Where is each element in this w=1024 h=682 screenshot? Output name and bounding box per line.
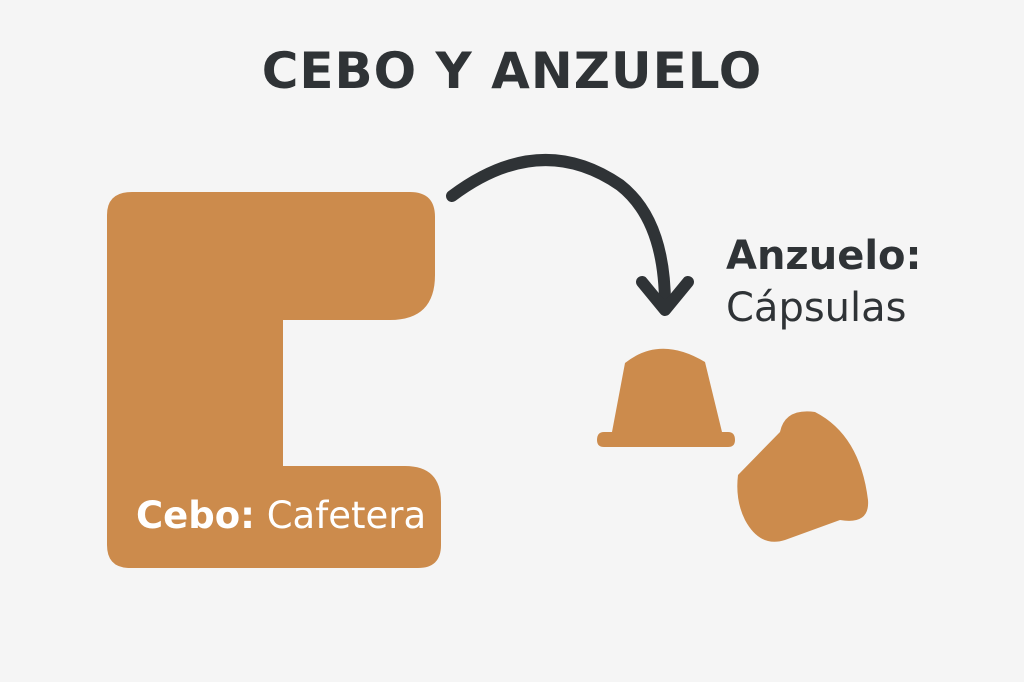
bait-label-rest: Cafetera bbox=[266, 494, 427, 537]
capsule-icon bbox=[597, 348, 735, 447]
bait-label: Cebo: Cafetera bbox=[136, 494, 426, 537]
coffee-machine-icon bbox=[107, 192, 441, 568]
diagram-title: CEBO Y ANZUELO bbox=[261, 42, 763, 100]
bait-label-bold: Cebo: bbox=[136, 494, 255, 537]
curved-arrow-icon bbox=[446, 154, 694, 316]
hook-label-item: Cápsulas bbox=[726, 285, 907, 331]
capsule-tilted-icon bbox=[737, 411, 869, 542]
hook-label-title: Anzuelo: bbox=[726, 233, 922, 279]
hook-label: Anzuelo: Cápsulas bbox=[726, 230, 922, 334]
